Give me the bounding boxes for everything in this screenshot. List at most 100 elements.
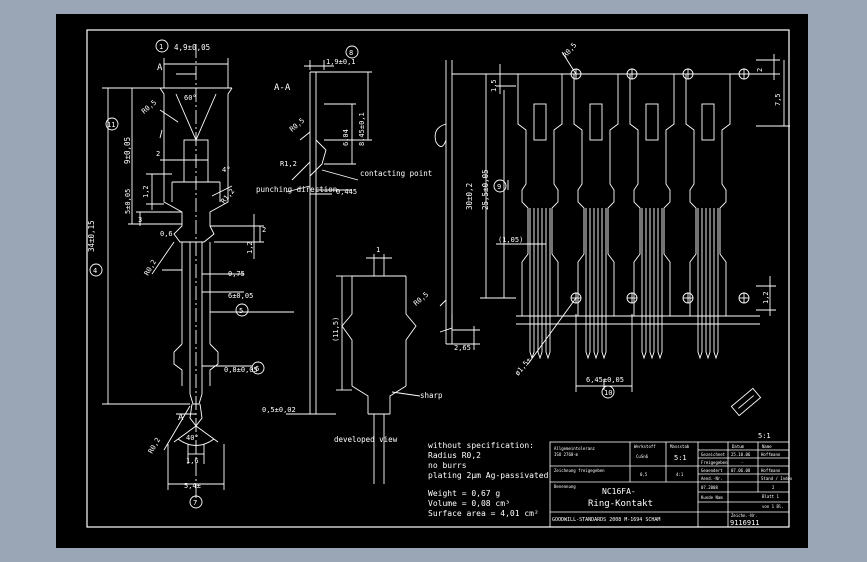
dim-top-width: 4,9±0,05	[174, 43, 210, 52]
tb-h5: Name	[762, 444, 772, 449]
tb-name3: Hoffmann	[761, 468, 781, 473]
strip-terminal-pin-1-3	[545, 208, 551, 360]
tb-blatt2: von 1 Bl.	[762, 504, 784, 509]
balloon-5: 5	[239, 307, 243, 315]
note-3: no burrs	[428, 461, 467, 470]
label-punching-direction: punching direction	[256, 185, 337, 194]
dim-sec-top: 1,9±0,1	[326, 58, 356, 66]
dim-angle-60: 60°	[184, 94, 197, 102]
dim-1-2-right: 1,2	[246, 241, 254, 254]
dim-strip-1-5: 1,5	[490, 79, 498, 92]
balloons-left	[89, 39, 265, 509]
dim-strip-25-5: 25,5±0,05	[481, 169, 490, 210]
note-2: Radius R0,2	[428, 451, 481, 460]
balloon-6: 6	[255, 365, 259, 373]
dim-6: 6±0,05	[228, 292, 253, 300]
strip-terminal-pin-1-2	[537, 208, 543, 360]
note-4: plating 2µm Ag-passivated	[428, 471, 549, 480]
balloon-4: 4	[93, 267, 97, 275]
strip-terminal-pin-2-2	[593, 208, 599, 360]
strip-terminal-3	[629, 74, 675, 316]
scale-stamp: 5:1	[730, 387, 771, 440]
dim-strip-radius-side: R0,5	[412, 291, 430, 308]
tb-r1c1: ISO 2768-m	[554, 452, 579, 457]
dim-strip-2-65: 2,65	[454, 344, 471, 352]
strip-terminal-pin-3-3	[657, 208, 663, 360]
tb-stand-val: 2	[772, 485, 775, 490]
cut-marker-bottom: A	[178, 413, 184, 423]
title-block-grid	[549, 441, 790, 528]
strip-terminal-pin-4-2	[705, 208, 711, 360]
tb-h2: Werkstoff	[634, 444, 656, 449]
notes: without specification: Radius R0,2 no bu…	[428, 441, 549, 518]
balloon-10-circle	[601, 385, 615, 399]
strip-terminal-window-3	[645, 103, 659, 141]
dim-sec-r05: R0,5	[288, 117, 306, 134]
strip-terminal-pin-3-1	[641, 208, 647, 360]
dim-sec-0445: 0,445	[336, 188, 357, 196]
label-contacting-point: contacting point	[360, 169, 432, 178]
balloon-9: 9	[497, 183, 501, 191]
dim-vertical-9: 9±0,05	[123, 137, 132, 164]
dim-1-2: 1,2	[142, 185, 150, 198]
balloon-1: 1	[159, 43, 163, 51]
dim-3: 3	[138, 216, 142, 224]
tb-h1: Allgemeintoleranz	[554, 446, 596, 451]
tb-lbl-bez: Benennung	[554, 484, 576, 489]
dim-strip-1-05: (1,05)	[498, 236, 523, 244]
tb-part-name: Ring-Kontakt	[588, 499, 653, 509]
strip-terminals	[517, 74, 731, 360]
balloon-7: 7	[193, 499, 197, 507]
tb-lbl-kunde: Kunde Nam	[701, 495, 723, 500]
tb-lbl-aend: Aend.-Nr.	[701, 476, 723, 481]
dim-2-right: 2	[262, 226, 266, 234]
dim-radius-r02: R0,2	[147, 436, 162, 455]
label-developed-view: developed view	[334, 435, 398, 444]
balloon-8-circle	[345, 45, 359, 59]
tb-drawing-no: 9116911	[730, 519, 760, 527]
dim-small-2: 2	[156, 150, 160, 158]
balloon-8: 8	[349, 49, 353, 57]
title-block-text: Allgemeintoleranz Werkstoff Massstab Dat…	[552, 444, 793, 527]
balloon-9-circle	[493, 179, 507, 193]
tb-role3: Geaendert	[701, 468, 723, 473]
tb-lbl-zeich: Zeichn.-Nr.	[731, 513, 758, 518]
dim-sec-604: 6,04	[342, 129, 350, 146]
tb-company: GOODWILL-STANDARDS 2008 M-1694 SCHAM	[552, 517, 660, 523]
strip-terminal-window-4	[701, 103, 715, 141]
tb-r2c2: 0,5	[640, 472, 648, 477]
dim-5: 5±0,05	[124, 189, 132, 214]
strip-terminal-pin-4-1	[697, 208, 703, 360]
tb-h4: Datum	[732, 444, 745, 449]
dim-sec-845: 8,45±0,1	[358, 112, 366, 146]
dim-strip-30: 30±0,2	[465, 183, 474, 210]
note-1: without specification:	[428, 441, 534, 450]
tb-r2c1: Zeichnung freigegeben	[554, 468, 605, 473]
dim-0-6-left: 0,6	[160, 230, 173, 238]
strip-terminal-window-2	[589, 103, 603, 141]
strip-terminal-pin-2-1	[585, 208, 591, 360]
label-sharp: sharp	[420, 391, 443, 400]
dim-length-34: 34±0,15	[87, 220, 96, 252]
dim-1-6: 1,6	[186, 457, 199, 465]
dim-bottom-width: 5,4±	[184, 482, 201, 490]
note-5: Weight = 0,67 g	[428, 489, 500, 498]
dim-strip-2: 2	[756, 68, 764, 72]
cad-drawing: 1 11 4 5 6 7 4,9±0,05 A 60° R0,5 9±0,05 …	[86, 29, 793, 528]
strip-terminal-pin-2-3	[601, 208, 607, 360]
strip-terminal-window-1	[533, 103, 547, 141]
tb-role1: Gezeichnet	[701, 452, 726, 457]
dim-strip-1-2: 1,2	[762, 291, 770, 304]
dim-strip-hole: ø1,5±	[513, 356, 533, 377]
dim-sec-thickness: 0,5±0,02	[262, 406, 296, 414]
strip-terminal-pin-1-1	[529, 208, 535, 360]
tb-lbl-stand: Stand / Index	[761, 476, 793, 481]
dim-dev-115: (11,5)	[332, 317, 340, 342]
tb-r1c3: 5:1	[674, 454, 687, 462]
pin-view	[102, 44, 294, 502]
scale-stamp-text: 5:1	[758, 432, 771, 440]
tb-part-no: NC16FA-	[602, 487, 636, 496]
cut-marker-top: A	[157, 63, 163, 73]
dim-strip-pitch: 6,45±0,05	[586, 376, 624, 384]
